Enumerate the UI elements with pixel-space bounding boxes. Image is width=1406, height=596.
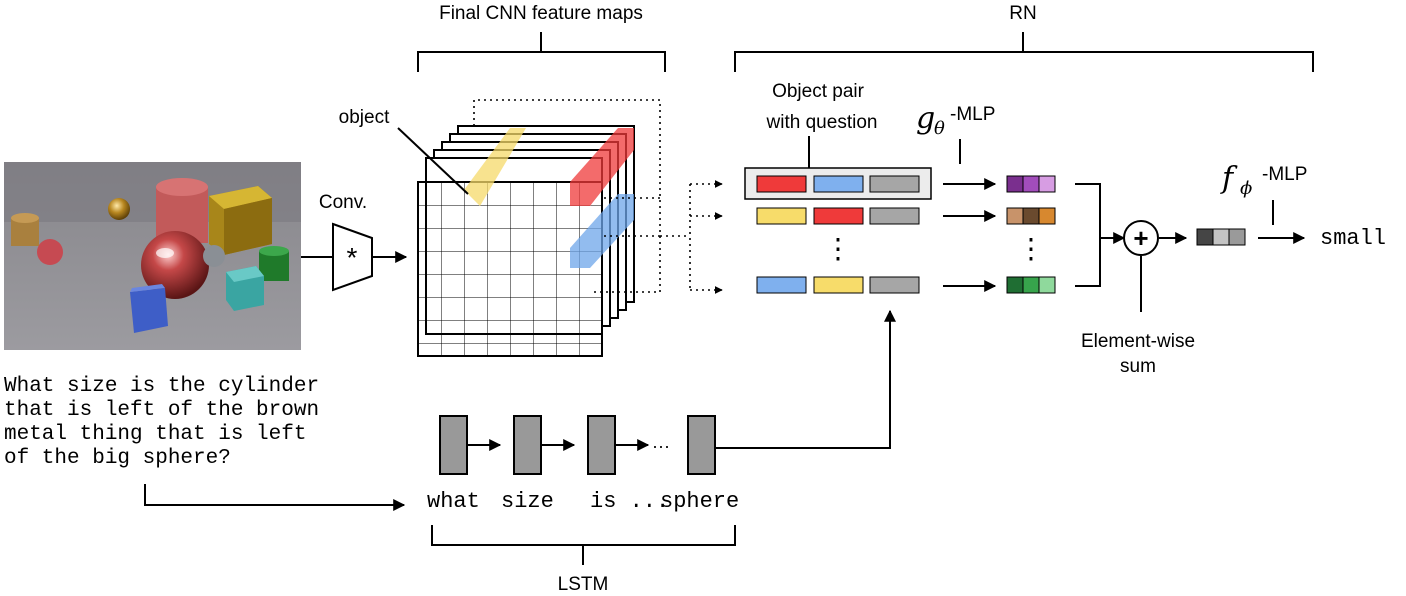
lstm-word-sphere: sphere — [660, 489, 739, 514]
question-line-3: metal thing that is left — [4, 423, 306, 446]
f-subscript: ϕ — [1240, 178, 1252, 199]
plus-symbol: + — [1133, 223, 1148, 253]
lstm-cell-2 — [513, 415, 542, 475]
g-subscript: θ — [934, 118, 945, 139]
sum-bracket — [1075, 183, 1124, 287]
pair-vdots: ⋮ — [824, 233, 852, 264]
sum-label-line2: sum — [1120, 356, 1156, 377]
question-line-1: What size is the cylinder — [4, 375, 319, 398]
lstm-cell-3 — [587, 415, 616, 475]
rn-title: RN — [1009, 3, 1036, 24]
conv-trapezoid — [332, 222, 373, 292]
sum-label-line1: Element-wise — [1081, 331, 1195, 352]
lstm-word-is: is ... — [590, 489, 669, 514]
yellow-object-column — [464, 128, 526, 206]
pair-label-line2: with question — [766, 112, 878, 133]
f-suffix: -MLP — [1262, 164, 1307, 185]
lstm-cell-4 — [687, 415, 716, 475]
cnn-title: Final CNN feature maps — [439, 3, 643, 24]
object-label: object — [339, 107, 390, 128]
g-output-vdots: ⋮ — [1017, 233, 1045, 264]
clevr-scene-image — [4, 162, 301, 350]
red-object-column — [570, 128, 634, 206]
f-input-vector — [1196, 228, 1246, 246]
question-line-2: that is left of the brown — [4, 399, 319, 422]
object-pair-row-1 — [756, 175, 920, 193]
f-symbol: f — [1220, 161, 1238, 196]
rn-bracket — [734, 32, 1314, 72]
conv-symbol: * — [347, 242, 358, 273]
lstm-cell-1 — [439, 415, 468, 475]
feature-map-dotted-outline — [473, 99, 661, 293]
lstm-cells: ··· — [439, 415, 716, 475]
g-output-1 — [1006, 175, 1056, 193]
lstm-label: LSTM — [558, 574, 609, 595]
question-line-4: of the big sphere? — [4, 447, 231, 470]
circled-plus-icon — [1123, 220, 1159, 256]
lstm-word-size: size — [501, 489, 554, 514]
lstm-to-pairs-arrow — [715, 309, 896, 449]
front-feature-map — [417, 181, 603, 357]
lstm-word-what: what — [427, 489, 480, 514]
g-theta-mlp-label: g θ -MLP — [916, 101, 995, 139]
pair-connector-trunk — [660, 184, 691, 290]
f-phi-mlp-label: f ϕ -MLP — [1220, 161, 1307, 199]
lstm-bracket — [431, 525, 736, 565]
lstm-hdots: ··· — [652, 436, 670, 456]
object-pointer-line — [397, 127, 469, 195]
conv-label: Conv. — [319, 192, 367, 213]
answer-text: small — [1320, 226, 1386, 251]
blue-object-column — [570, 194, 634, 268]
g-output-2 — [1006, 207, 1056, 225]
question-text: What size is the cylinder that is left o… — [4, 375, 319, 470]
pair-label-line1: Object pair — [772, 81, 865, 102]
g-symbol: g — [916, 101, 935, 136]
g-output-3 — [1006, 276, 1056, 294]
cnn-bracket — [417, 32, 666, 72]
object-pair-row-2 — [756, 207, 920, 225]
object-pair-row-3 — [756, 276, 920, 294]
g-suffix: -MLP — [950, 104, 995, 125]
feature-map-stack — [417, 99, 661, 357]
question-to-lstm-arrow — [144, 484, 406, 511]
